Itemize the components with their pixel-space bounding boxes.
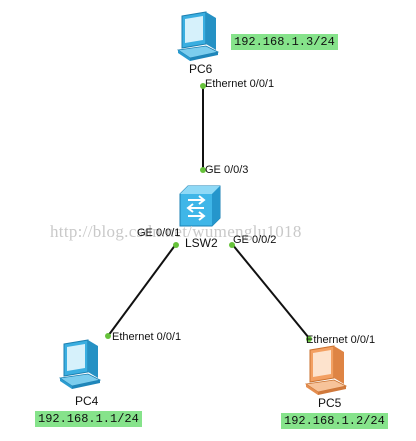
port-dot-pc5-eth [306,336,312,342]
ip-label-pc4: 192.168.1.1/24 [35,411,142,427]
ip-label-pc5: 192.168.1.2/24 [281,413,388,429]
pc-icon[interactable] [304,345,348,395]
port-dot-lsw2-ge1 [173,242,179,248]
link-lsw2-pc4 [107,243,177,337]
ip-label-pc6: 192.168.1.3/24 [231,34,338,50]
link-lsw2-pc5 [231,243,310,339]
port-label-pc4-eth: Ethernet 0/0/1 [112,331,182,343]
device-name-pc5: PC5 [318,396,342,410]
device-name-pc6: PC6 [189,62,213,76]
port-label-pc5-eth: Ethernet 0/0/1 [306,334,376,346]
device-name-pc4: PC4 [75,394,99,408]
port-dot-lsw2-ge3 [200,167,206,173]
port-label-pc6-eth: Ethernet 0/0/1 [205,78,275,90]
port-label-lsw2-ge3: GE 0/0/3 [205,164,249,176]
switch-icon[interactable] [179,185,221,227]
port-dot-pc4-eth [105,333,111,339]
port-label-lsw2-ge1: GE 0/0/1 [137,227,181,239]
port-label-lsw2-ge2: GE 0/0/2 [233,234,277,246]
pc-icon[interactable] [58,339,102,389]
port-dot-lsw2-ge2 [229,242,235,248]
watermark: http://blog.csdn.net/wumenglu1018 [50,222,302,241]
pc-icon[interactable] [176,11,220,61]
device-name-lsw2: LSW2 [185,236,218,250]
port-dot-pc6-eth [200,83,206,89]
